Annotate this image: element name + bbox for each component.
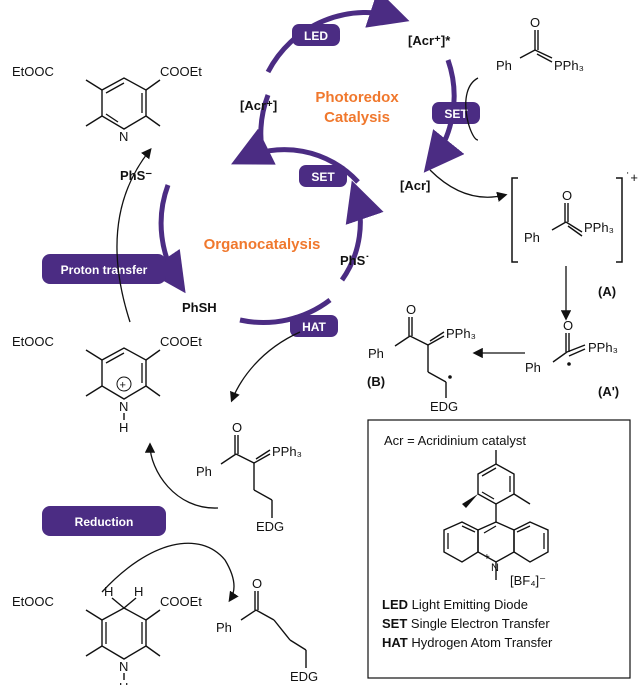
svg-text:LED Light Emitting Diode: LED Light Emitting Diode (382, 597, 528, 612)
svg-text:Reduction: Reduction (75, 515, 134, 529)
organocatalysis-title: Organocatalysis (204, 236, 321, 253)
svg-text:COOEt: COOEt (160, 334, 202, 349)
hantzsch-ester-molecule: H H EtOOC COOEt N H (12, 584, 202, 685)
svg-text:Ph: Ph (496, 58, 512, 73)
svg-text:H: H (119, 680, 128, 685)
ketone-product-molecule: O Ph EDG (216, 576, 318, 684)
svg-text:N: N (491, 562, 499, 574)
svg-text:+: + (120, 380, 126, 392)
svg-text:PPh₃: PPh₃ (588, 340, 618, 355)
svg-text:SET Single Electron Transfer: SET Single Electron Transfer (382, 616, 550, 631)
svg-text:SET: SET (311, 170, 335, 184)
legend-set-text: Single Electron Transfer (411, 616, 550, 631)
proton-transfer-badge: Proton transfer (42, 254, 166, 284)
svg-text:EtOOC: EtOOC (12, 64, 54, 79)
svg-text:Ph: Ph (525, 360, 541, 375)
svg-text:Ph: Ph (216, 620, 232, 635)
svg-text:Ph: Ph (196, 464, 212, 479)
svg-text:COOEt: COOEt (160, 64, 202, 79)
ylide-molecule: O Ph PPh₃ (496, 15, 584, 73)
acr-plus-label: [Acr⁺] (240, 98, 277, 113)
acridinium-core: N + [BF₄]⁻ (443, 521, 549, 588)
svg-text:O: O (563, 318, 573, 333)
svg-text:(B): (B) (367, 374, 385, 389)
acr-definition: Acr = Acridinium catalyst (384, 433, 526, 448)
svg-text:HAT: HAT (302, 320, 326, 334)
svg-text:O: O (562, 188, 572, 203)
svg-text:PPh₃: PPh₃ (446, 326, 476, 341)
svg-text:N: N (119, 399, 128, 414)
svg-text:O: O (252, 576, 262, 591)
svg-text:O: O (232, 420, 242, 435)
legend-hat-text: Hydrogen Atom Transfer (411, 635, 553, 650)
hat-badge: HAT (290, 315, 338, 337)
phsh-label: PhSH (182, 300, 217, 315)
bf4-label: [BF₄]⁻ (510, 573, 546, 588)
pyridinium-molecule: + EtOOC COOEt N H (12, 334, 202, 435)
led-badge: LED (292, 24, 340, 46)
svg-text:H: H (119, 420, 128, 435)
svg-text:Ph: Ph (524, 230, 540, 245)
legend-led-text: Light Emitting Diode (412, 597, 528, 612)
phs-radical-label: PhS˙ (340, 253, 370, 268)
legend-box: Acr = Acridinium catalyst N + [BF₄]⁻ (367, 419, 631, 679)
acr-plus-star-label: [Acr⁺]* (408, 33, 451, 48)
svg-text:SET: SET (444, 107, 468, 121)
photoredox-title-line2: Catalysis (324, 109, 390, 126)
svg-text:LED: LED (304, 29, 328, 43)
legend-hat-key: HAT (382, 635, 408, 650)
photoredox-title-line1: Photoredox (315, 89, 399, 106)
set-badge-middle: SET (299, 165, 347, 187)
svg-text:N: N (119, 659, 128, 674)
svg-text:PPh₃: PPh₃ (272, 444, 302, 459)
svg-text:PPh₃: PPh₃ (584, 220, 614, 235)
svg-text:EtOOC: EtOOC (12, 334, 54, 349)
legend-set-key: SET (382, 616, 407, 631)
svg-text:EDG: EDG (430, 399, 458, 414)
phs-minus-label: PhS⁻ (120, 168, 152, 183)
radical-cation-a: ˙+ O Ph PPh₃ (A) (511, 170, 638, 299)
svg-text:PPh₃: PPh₃ (554, 58, 584, 73)
pyridine-molecule: EtOOC COOEt N (12, 64, 202, 144)
svg-text:˙+: ˙+ (626, 170, 638, 185)
svg-text:+: + (484, 552, 490, 563)
svg-text:H: H (104, 584, 113, 599)
svg-text:EtOOC: EtOOC (12, 594, 54, 609)
svg-text:EDG: EDG (256, 519, 284, 534)
reduction-badge: Reduction (42, 506, 166, 536)
svg-text:EDG: EDG (290, 669, 318, 684)
radical-a-prime: O Ph PPh₃ (A') (525, 318, 619, 399)
svg-text:COOEt: COOEt (160, 594, 202, 609)
svg-text:N: N (119, 129, 128, 144)
svg-text:H: H (134, 584, 143, 599)
reduced-ylide-molecule: O Ph PPh₃ EDG (196, 420, 302, 534)
svg-text:Proton transfer: Proton transfer (61, 263, 148, 277)
svg-text:(A): (A) (598, 284, 616, 299)
radical-b: O Ph PPh₃ (B) EDG (367, 302, 476, 414)
svg-text:(A'): (A') (598, 384, 619, 399)
svg-text:HAT Hydrogen Atom Transfer: HAT Hydrogen Atom Transfer (382, 635, 553, 650)
legend-led-key: LED (382, 597, 408, 612)
svg-text:O: O (406, 302, 416, 317)
acr-label: [Acr] (400, 178, 430, 193)
mesityl-group (462, 450, 531, 522)
svg-text:O: O (530, 15, 540, 30)
svg-text:Ph: Ph (368, 346, 384, 361)
set-badge-top: SET (432, 102, 480, 124)
